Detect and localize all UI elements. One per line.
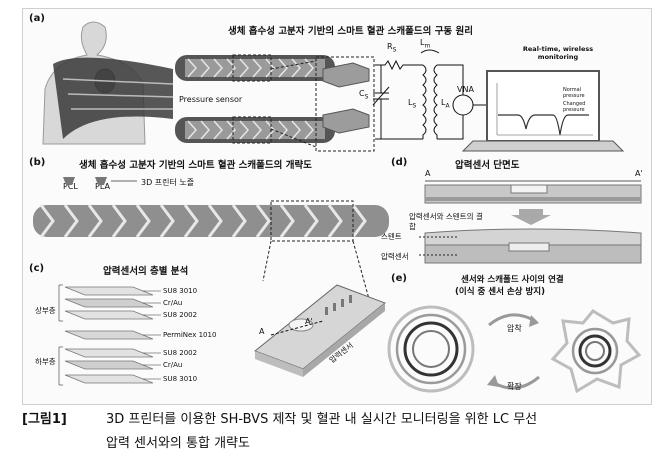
monitor-title: Real-time, wireless monitoring xyxy=(513,45,603,61)
circuit-cs-label: CS xyxy=(359,89,368,101)
lc-circuit xyxy=(373,50,493,139)
panel-e-label: (e) xyxy=(391,273,407,284)
panel-c-label: (c) xyxy=(29,263,44,274)
caption-head: [그림1] xyxy=(22,408,67,432)
compress-label: 압착 xyxy=(507,323,522,334)
sensor-plate-illustration xyxy=(241,241,391,401)
sensor-a-mark: A xyxy=(259,327,264,336)
circuit-ls-label: LS xyxy=(408,98,416,110)
sensor-a-prime-mark: A' xyxy=(305,317,313,326)
panel-b-label: (b) xyxy=(29,157,45,168)
down-arrow-icon xyxy=(511,209,551,225)
layer-4: PermiNex 1010 xyxy=(163,331,216,339)
caption-line-2: 압력 센서와의 통합 개략도 xyxy=(106,432,656,456)
panel-e-title-line1: 센서와 스캐폴드 사이의 연결 xyxy=(461,273,564,285)
pressure-sensor-label: Pressure sensor xyxy=(179,95,242,104)
figure-caption: [그림1] 3D 프린터를 이용한 SH-BVS 제작 및 혈관 내 실시간 모… xyxy=(106,408,656,456)
caption-line-1: 3D 프린터를 이용한 SH-BVS 제작 및 혈관 내 실시간 모니터링을 위… xyxy=(106,408,656,432)
layer-2: Cr/Au xyxy=(163,299,182,307)
legend-changed: Changed pressure xyxy=(563,101,593,113)
panel-b-stent xyxy=(23,169,395,249)
circuit-rs-label: RS xyxy=(387,42,396,54)
vessel-top xyxy=(175,55,335,81)
circuit-lm-label: Lm xyxy=(420,38,430,50)
vna-label: VNA xyxy=(457,85,474,94)
panel-d-title: 압력센서 단면도 xyxy=(455,157,520,171)
nozzle-pcl-icon xyxy=(63,177,75,185)
laptop-monitor xyxy=(463,71,623,151)
expand-label: 확장 xyxy=(507,381,522,392)
sensor-label: 압력센서 xyxy=(381,251,409,262)
panel-d-label: (d) xyxy=(391,157,407,168)
panel-c-layers xyxy=(23,275,253,403)
legend-normal: Normal pressure xyxy=(563,87,593,99)
layer-6: Cr/Au xyxy=(163,361,182,369)
panel-a-illustration xyxy=(23,9,651,159)
bond-label: 압력센서와 스텐트의 결합 xyxy=(409,212,489,232)
layer-5: SU8 2002 xyxy=(163,349,197,357)
vessel-bottom xyxy=(175,117,335,143)
circuit-la-label: LA xyxy=(441,98,450,110)
layer-3: SU8 2002 xyxy=(163,311,197,319)
figure: (a) 생체 흡수성 고분자 기반의 스마트 혈관 스캐폴드의 구동 원리 xyxy=(22,8,652,405)
layer-7: SU8 3010 xyxy=(163,375,197,383)
nozzle-pla-icon xyxy=(95,177,107,185)
layer-1: SU8 3010 xyxy=(163,287,197,295)
stent-label: 스텐트 xyxy=(381,231,402,242)
